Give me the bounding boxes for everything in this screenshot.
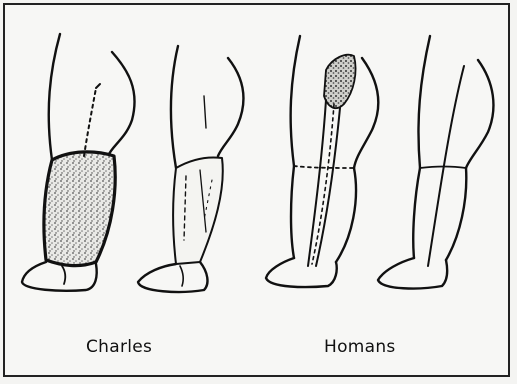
homans-leg-before [266,36,378,287]
label-homans: Homans [324,337,396,357]
homans-leg-after [378,36,493,288]
charles-leg-before [22,34,135,291]
label-charles: Charles [86,337,152,357]
charles-leg-after [138,46,243,292]
